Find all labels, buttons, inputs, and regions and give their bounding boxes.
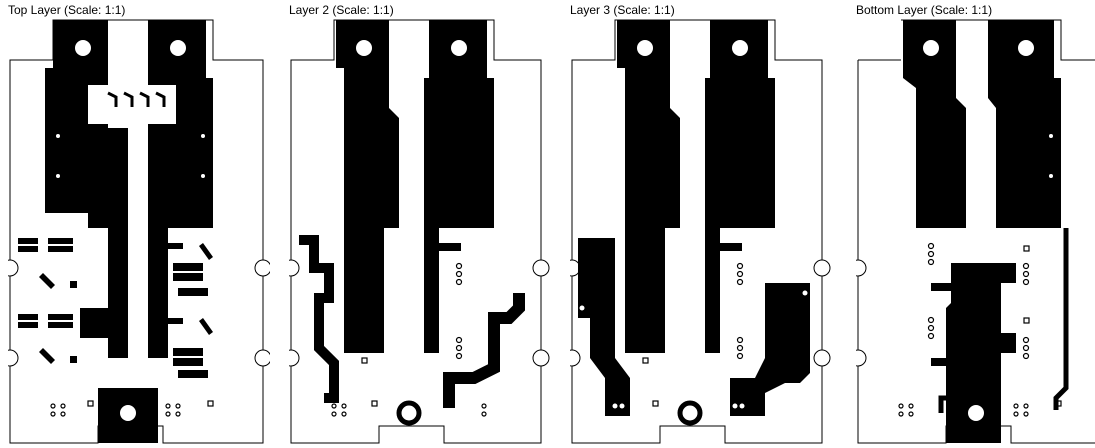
mounting-hole bbox=[170, 40, 186, 56]
through-hole-pads bbox=[898, 242, 1062, 417]
trace-right bbox=[443, 293, 525, 408]
board-notch bbox=[856, 259, 867, 277]
mounting-hole bbox=[637, 40, 653, 56]
board-notch bbox=[813, 349, 831, 367]
via-row bbox=[56, 134, 205, 178]
mounting-hole bbox=[732, 40, 748, 56]
board-notch bbox=[813, 259, 831, 277]
panel-title: Bottom Layer (Scale: 1:1) bbox=[856, 3, 993, 17]
pcb-bottom-layer bbox=[856, 19, 1095, 444]
mounting-hole bbox=[356, 40, 372, 56]
trace-bottom-left bbox=[938, 395, 951, 413]
through-hole-pads bbox=[641, 242, 744, 407]
board-notch bbox=[8, 349, 19, 367]
pad bbox=[931, 283, 951, 291]
pcb-top-layer bbox=[8, 19, 270, 444]
mounting-hole bbox=[451, 40, 467, 56]
panel-bottom-layer: Bottom Layer (Scale: 1:1) bbox=[856, 0, 1095, 448]
copper-trace-left bbox=[108, 128, 128, 358]
board-notch bbox=[289, 259, 300, 277]
board-outline bbox=[290, 19, 542, 444]
copper-pour-lower bbox=[946, 263, 1016, 443]
panel-title: Layer 3 (Scale: 1:1) bbox=[570, 3, 675, 17]
copper-pour-right bbox=[424, 20, 494, 353]
mounting-hole bbox=[120, 405, 136, 421]
mounting-hole bbox=[968, 405, 984, 421]
smd-components bbox=[18, 238, 213, 378]
mounting-hole bbox=[1018, 40, 1034, 56]
pads-in-pour bbox=[579, 290, 808, 409]
panel-title: Layer 2 (Scale: 1:1) bbox=[289, 3, 394, 17]
panel-layer-2: Layer 2 (Scale: 1:1) bbox=[289, 0, 559, 448]
panel-top-layer: Top Layer (Scale: 1:1) bbox=[8, 0, 278, 448]
copper-pour-left bbox=[336, 20, 399, 353]
copper-pour-left bbox=[903, 20, 966, 228]
board-notch bbox=[289, 349, 300, 367]
copper-pour-left bbox=[617, 20, 680, 353]
board-notch bbox=[254, 349, 270, 367]
copper-pour-right bbox=[988, 20, 1061, 228]
panel-layer-3: Layer 3 (Scale: 1:1) bbox=[570, 0, 840, 448]
trace-left bbox=[299, 235, 339, 403]
pad bbox=[439, 243, 461, 251]
board-notch bbox=[532, 349, 550, 367]
via-ring bbox=[677, 400, 703, 426]
gate-trace bbox=[107, 91, 166, 107]
board-notch bbox=[532, 259, 550, 277]
panel-title: Top Layer (Scale: 1:1) bbox=[8, 3, 126, 17]
pcb-layer-3 bbox=[570, 19, 831, 444]
mounting-hole bbox=[923, 40, 939, 56]
copper-bar bbox=[80, 308, 116, 338]
board-notch bbox=[8, 259, 19, 277]
board-notch bbox=[254, 259, 270, 277]
copper-pour-right bbox=[705, 20, 775, 353]
pad bbox=[720, 243, 742, 251]
via-ring bbox=[396, 400, 422, 426]
through-hole-pads bbox=[50, 400, 214, 417]
pad bbox=[931, 358, 951, 366]
copper-pour-lower-left bbox=[578, 238, 630, 416]
mounting-hole bbox=[75, 40, 91, 56]
through-hole-pads bbox=[331, 242, 487, 417]
pcb-layer-2 bbox=[289, 19, 550, 444]
copper-pour-lower-right bbox=[730, 283, 810, 416]
copper-trace-right bbox=[148, 128, 168, 358]
board-notch bbox=[570, 349, 581, 367]
board-notch bbox=[856, 349, 867, 367]
via-row bbox=[904, 134, 1053, 178]
